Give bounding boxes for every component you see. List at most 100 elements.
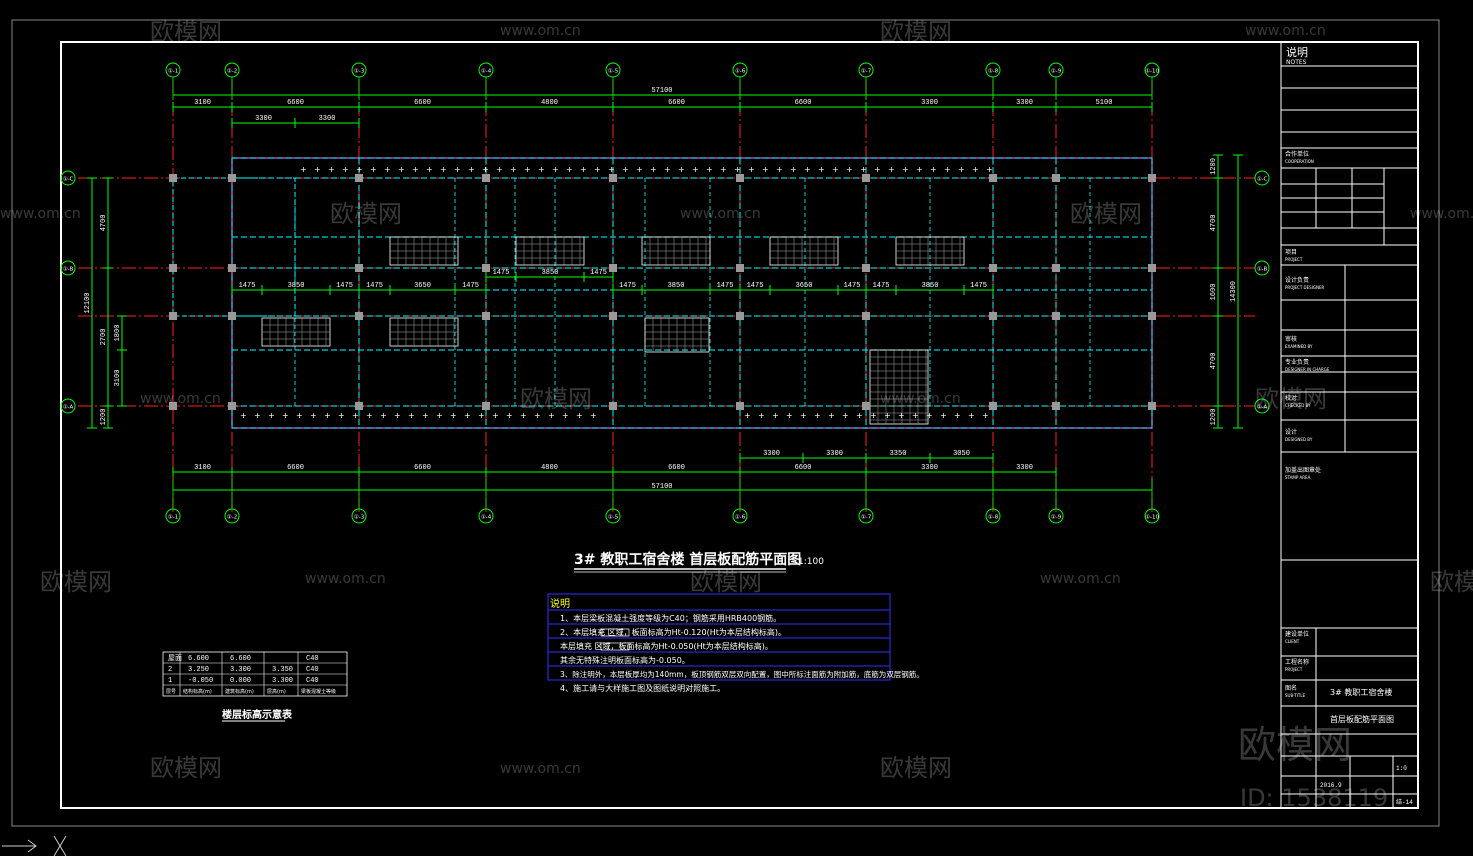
level-table-cell: 3.300 [272,677,293,685]
rebar-mark: + [538,165,545,174]
grid-bubble-top: ①-9 [1048,62,1064,78]
notes-line-4: 其余无特殊注明板面标高为-0.050。 [560,655,690,665]
rebar-mark: + [548,411,555,420]
grid-bubble-top: ①-7 [858,62,874,78]
hatched-slab [515,236,585,266]
dim-left-2: 12100 [84,177,97,429]
watermark-brand: 欧模网 [330,200,402,228]
hatched-slab [895,236,965,266]
column [482,174,490,182]
column [989,264,997,272]
column [1148,402,1156,410]
rebar-mark: + [828,411,835,420]
column [228,174,236,182]
rebar-mark: + [940,411,947,420]
watermark-url: www.om.cn [1245,23,1326,39]
column [862,174,870,182]
rebar-mark: + [552,165,559,174]
watermark-brand: 欧模网 [40,568,112,596]
rebar-mark: + [650,165,657,174]
watermark-brand: 欧模网 [880,754,952,782]
dim-right-2: 14300 [1230,154,1243,429]
column [609,264,617,272]
dim-label: 1200 [1210,409,1218,426]
dim-label: 6600 [795,99,812,107]
grid-bubble-left: ①-A [60,398,76,414]
dim-label: 1200 [100,409,108,426]
rebar-mark: + [832,165,839,174]
dim-label: 3850 [668,282,685,290]
level-table-cell: 屋面 [168,654,182,663]
rebar-mark: + [678,165,685,174]
tb-field-cn: 设计 [1285,428,1297,436]
rebar-mark: + [310,411,317,420]
rebar-mark: + [510,165,517,174]
column [355,264,363,272]
grid-bubble-left: ①-B [60,260,76,276]
rebar-mark: + [492,411,499,420]
ucs-icon [2,835,67,856]
rebar-mark: + [450,411,457,420]
watermark-url: www.om.cn [1040,571,1121,587]
grid-bubble-label: ①-4 [481,515,492,521]
notes-heading: 说明 [550,597,570,610]
level-table-cell: C40 [306,666,319,674]
hatched-slab [644,317,710,353]
grid-bubble-label: ①-3 [354,69,365,75]
rebar-mark: + [562,411,569,420]
dim-label: 3850 [288,282,305,290]
grid-bubble-label: ①-A [63,405,74,411]
rebar-mark: + [874,165,881,174]
rebar-mark: + [422,411,429,420]
grid-bubble-label: ①-7 [861,69,872,75]
rebar-mark: + [338,411,345,420]
rebar-mark: + [898,411,905,420]
rebar-mark: + [790,165,797,174]
grid-bubble-label: ①-10 [1145,515,1159,521]
rebar-mark: + [356,165,363,174]
tb-field-en: PROJECT [1285,667,1303,672]
grid-bubble-label: ①-8 [988,69,999,75]
tb-field-en: DESIGNED BY [1285,437,1313,442]
dim-label: 4700 [1210,215,1218,232]
grid-bubble-top: ①-4 [478,62,494,78]
dim-label: 12100 [84,292,92,313]
dim-label: 4700 [1210,353,1218,370]
rebar-mark: + [440,165,447,174]
grid-bubble-right: ①-C [1254,170,1270,186]
notes-box: 说明 1、本层梁板混凝土强度等级为C40；钢筋采用HRB400钢筋。 2、本层填… [547,593,924,693]
column [169,174,177,182]
level-table-header: 层高(m) [267,688,286,695]
rebar-mark: + [902,165,909,174]
grid-bubbles: ①-1①-1①-2①-2①-3①-3①-4①-4①-5①-5①-6①-6①-7①… [60,62,1270,524]
watermark-brand: 欧模网 [1070,200,1142,228]
tb-field-en: PROJECT [1285,257,1303,262]
level-table-cell: 0.000 [230,677,251,685]
rebar-mark: + [240,411,247,420]
level-table-cell: C40 [306,677,319,685]
rebar-mark: + [968,411,975,420]
rebar-mark: + [506,411,513,420]
rebar-mark: + [314,165,321,174]
grid-bubble-label: ①-C [1257,177,1268,183]
rebar-mark: + [748,165,755,174]
rebar-mark: + [576,411,583,420]
building-outline [231,157,1153,429]
watermark-brand: 欧模网 [880,18,952,46]
rebar-mark: + [282,411,289,420]
tb-field-cn: 合作单位 [1285,150,1309,158]
dim-label: 1475 [970,282,987,290]
grid-bubble-label: ①-B [63,267,74,273]
dim-label: 3350 [890,450,907,458]
rebar-mark: + [972,165,979,174]
drawing-frame [60,41,1419,809]
watermark-brand: 欧模网 [690,568,762,596]
tb-field-en: SUB-TITLE [1285,693,1306,698]
grid-bubble-label: ①-1 [168,69,178,75]
grid-bubble-label: ①-6 [735,69,746,75]
notes-line-6: 4、施工请与大样施工图及图纸说明对照施工。 [560,683,725,693]
column [355,402,363,410]
grid-bubble-right: ①-A [1254,398,1270,414]
tb-bottom-cell: 结-14 [1396,798,1413,806]
